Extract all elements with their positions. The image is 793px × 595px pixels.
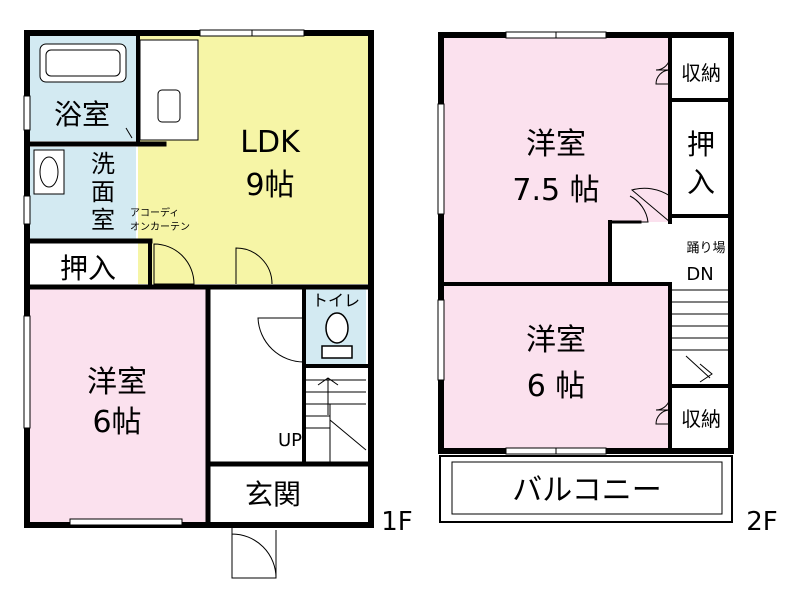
western-a-name-label: 洋室 bbox=[526, 127, 586, 162]
windows-1f bbox=[23, 29, 305, 526]
toilet-label: トイレ bbox=[312, 291, 360, 310]
entrance-label: 玄関 bbox=[245, 478, 301, 511]
ldk-name-label: LDK bbox=[240, 125, 301, 160]
closet-label-1f: 押入 bbox=[60, 252, 116, 285]
storage-bottom-label: 収納 bbox=[681, 407, 721, 431]
entrance-room bbox=[210, 466, 368, 522]
windows-2f bbox=[437, 31, 607, 455]
washroom-label-2: 面 bbox=[91, 178, 115, 206]
closet-area-2f bbox=[672, 102, 728, 216]
western-room-b-2f bbox=[444, 286, 670, 448]
stairs-treads-2f bbox=[672, 289, 728, 383]
western-name-label-1f: 洋室 bbox=[87, 365, 147, 400]
storage-top-area bbox=[672, 38, 728, 100]
landing-label: 踊り場 bbox=[686, 241, 725, 256]
stairs-1f bbox=[306, 368, 366, 462]
floor-label-1f: 1F bbox=[381, 507, 413, 537]
western-size-label-1f: 6帖 bbox=[92, 405, 141, 440]
western-b-size-label: 6 帖 bbox=[527, 369, 586, 404]
washroom-label-3: 室 bbox=[91, 206, 115, 234]
closet-label-2f-1: 押 bbox=[687, 128, 715, 161]
walls-1f bbox=[24, 30, 374, 528]
storage-top-label: 収納 bbox=[681, 61, 721, 85]
landing-area bbox=[612, 222, 670, 284]
hall-1f bbox=[210, 288, 304, 463]
door-swings-1f bbox=[125, 127, 305, 579]
basin-bowl bbox=[39, 156, 59, 188]
toilet-bowl bbox=[325, 312, 349, 344]
ldk-size-label: 9帖 bbox=[245, 168, 294, 203]
bathtub-inner bbox=[45, 49, 121, 77]
balcony-label: バルコニー bbox=[512, 473, 661, 508]
western-room-1f bbox=[30, 288, 208, 522]
floor-label-2f: 2F bbox=[746, 507, 778, 537]
washroom-label-1: 洗 bbox=[91, 150, 115, 178]
stairs-up-label: UP bbox=[278, 430, 302, 451]
storage-bottom-area bbox=[672, 388, 728, 448]
toilet-tank bbox=[321, 345, 353, 359]
curtain-label-1: アコーディ bbox=[130, 206, 179, 219]
second-floor: 洋室 7.5 帖 洋室 6 帖 収納 押 入 踊り場 DN 収納 バルコニー 2… bbox=[437, 31, 778, 537]
balcony-inner bbox=[451, 461, 723, 515]
western-b-name-label: 洋室 bbox=[526, 323, 586, 358]
curtain-label-2: オンカーテン bbox=[130, 221, 190, 233]
closet-1f bbox=[30, 243, 148, 285]
stairs-down-label: DN bbox=[686, 264, 713, 285]
first-floor: 浴室 洗 面 室 押入 LDK 9帖 アコーディ オンカーテン トイレ 洋室 6… bbox=[23, 29, 413, 579]
bath-label: 浴室 bbox=[54, 98, 110, 131]
sink bbox=[157, 89, 181, 123]
stairs-treads-1f bbox=[306, 377, 367, 462]
closet-label-2f-2: 入 bbox=[687, 166, 715, 199]
western-a-size-label: 7.5 帖 bbox=[512, 173, 599, 208]
